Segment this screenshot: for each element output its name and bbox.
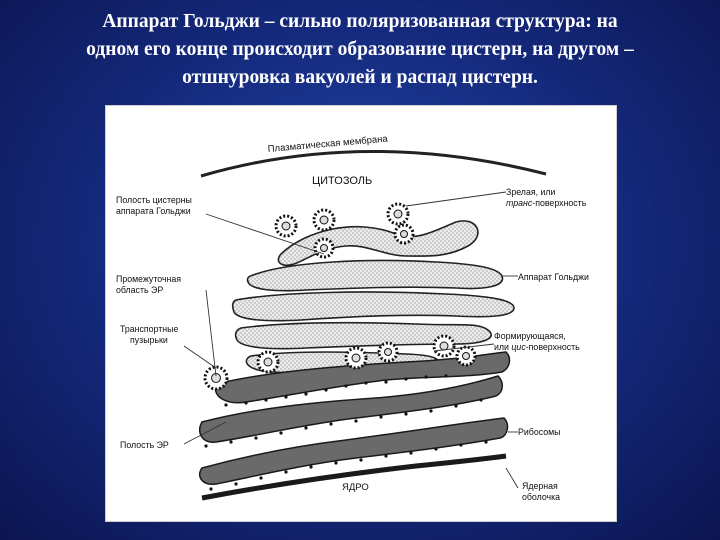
transport-vesicles xyxy=(203,202,477,391)
golgi-diagram: Плазматическая мембрана ЦИТОЗОЛЬ Полость… xyxy=(105,105,617,522)
pointer-lines xyxy=(183,191,519,489)
golgi-cisterna-3 xyxy=(231,291,515,322)
golgi-cisterna-4 xyxy=(234,322,492,350)
label-transport-vesicles-line-2: пузырьки xyxy=(130,335,168,345)
label-cis-pre: или xyxy=(494,342,511,352)
er-sheet-middle xyxy=(198,375,503,443)
label-er-cavity: Полость ЭР xyxy=(120,440,169,450)
slide-title-line-1: Аппарат Гольджи – сильно поляризованная … xyxy=(102,11,618,32)
plasma-membrane xyxy=(200,150,547,178)
label-intermediate-er-line-2: область ЭР xyxy=(116,285,163,295)
vesicle xyxy=(203,365,229,391)
label-cisterna-cavity-line-1: Полость цистерны xyxy=(116,195,192,205)
label-golgi: Аппарат Гольджи xyxy=(518,272,589,282)
nuclear-envelope xyxy=(201,453,507,501)
slide-title: Аппарат Гольджи – сильно поляризованная … xyxy=(10,8,710,92)
label-trans-italic: транс xyxy=(506,198,533,208)
vesicle xyxy=(312,208,336,232)
label-intermediate-er-line-1: Промежуточная xyxy=(116,274,181,284)
slide-title-line-3: отшнуровка вакуолей и распад цистерн. xyxy=(182,67,538,88)
label-cis-italic: цис xyxy=(511,342,526,352)
er-sheet-lower xyxy=(198,417,509,485)
vesicle xyxy=(344,346,368,370)
golgi-stack xyxy=(231,220,515,378)
ribosomes xyxy=(204,374,488,491)
rough-er xyxy=(198,351,511,485)
label-mature-trans-line-2: транс-поверхность xyxy=(506,198,587,208)
golgi-cisterna-2 xyxy=(246,259,504,292)
label-nuclear-envelope-line-2: оболочка xyxy=(522,492,560,502)
vesicle xyxy=(274,214,298,238)
label-mature-trans-line-1: Зрелая, или xyxy=(506,187,556,197)
golgi-cisterna-1 xyxy=(277,220,479,267)
label-forming-cis-line-1: Формирующаяся, xyxy=(494,331,566,341)
er-sheet-top xyxy=(214,351,511,404)
label-ribosomes: Рибосомы xyxy=(518,427,560,437)
vesicle xyxy=(377,341,399,363)
golgi-diagram-svg: Плазматическая мембрана ЦИТОЗОЛЬ Полость… xyxy=(116,133,589,502)
label-nuclear-envelope-line-1: Ядерная xyxy=(522,481,558,491)
label-forming-cis-line-2: или цис-поверхность xyxy=(494,342,580,352)
slide-title-line-2: одном его конце происходит образование ц… xyxy=(86,39,634,60)
label-cytosol: ЦИТОЗОЛЬ xyxy=(312,175,372,187)
label-cisterna-cavity-line-2: аппарата Гольджи xyxy=(116,206,191,216)
vesicle xyxy=(386,202,410,226)
label-cis-rest: -поверхность xyxy=(526,342,580,352)
label-transport-vesicles-line-1: Транспортные xyxy=(120,324,178,334)
label-trans-rest: -поверхность xyxy=(532,198,586,208)
vesicle xyxy=(455,345,477,367)
vesicle xyxy=(432,334,456,358)
label-nucleus: ЯДРО xyxy=(342,482,369,493)
vesicle xyxy=(256,350,280,374)
vesicle xyxy=(393,223,415,245)
vesicle xyxy=(313,237,335,259)
